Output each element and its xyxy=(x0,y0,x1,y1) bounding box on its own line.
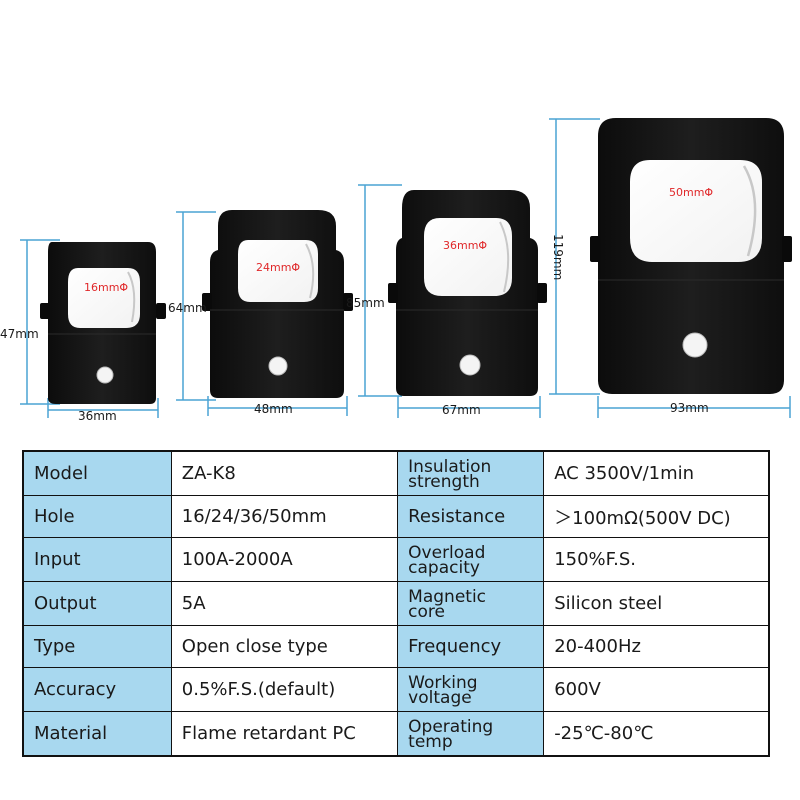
spec-value: Flame retardant PC xyxy=(170,711,399,757)
spec-value: Silicon steel xyxy=(543,581,770,626)
product-36mm: 36mmΦ 85mm 67mm xyxy=(346,184,547,418)
hole-label: 36mmΦ xyxy=(443,239,487,252)
spec-value: 100A-2000A xyxy=(170,537,399,582)
spec-value: Open close type xyxy=(170,625,399,668)
table-row: Material Flame retardant PC Operating te… xyxy=(22,711,770,757)
spec-label: Frequency xyxy=(397,625,545,668)
dimension-lines xyxy=(358,184,541,418)
spec-label: Operating temp xyxy=(397,711,545,757)
table-row: Output 5A Magnetic core Silicon steel xyxy=(22,581,770,626)
product-50mm: 50mmΦ 119mm 93mm xyxy=(549,118,792,418)
spec-value: ZA-K8 xyxy=(170,450,399,496)
spec-value: AC 3500V/1min xyxy=(543,450,770,496)
spec-value: -25℃-80℃ xyxy=(543,711,770,757)
dimension-lines xyxy=(20,239,159,418)
product-24mm: 24mmΦ 64mm 48mm xyxy=(168,210,353,416)
spec-value: ＞100mΩ(500V DC) xyxy=(543,495,770,538)
spec-value: 20-400Hz xyxy=(543,625,770,668)
spec-value: 600V xyxy=(543,667,770,712)
spec-label: Working voltage xyxy=(397,667,545,712)
device-hole xyxy=(238,240,318,302)
hole-label: 24mmΦ xyxy=(256,261,300,274)
spec-label: Accuracy xyxy=(22,667,172,712)
spec-value: 0.5%F.S.(default) xyxy=(170,667,399,712)
table-row: Hole 16/24/36/50mm Resistance ＞100mΩ(500… xyxy=(22,495,770,538)
spec-label: Type xyxy=(22,625,172,668)
spec-table: Model ZA-K8 Insulation strength AC 3500V… xyxy=(22,450,770,757)
spec-value: 5A xyxy=(170,581,399,626)
product-illustration: 16mmΦ 47mm 36mm 24mmΦ 64mm 48mm xyxy=(0,118,792,423)
width-label: 93mm xyxy=(670,401,709,415)
device-hole xyxy=(68,268,140,328)
width-label: 48mm xyxy=(254,402,293,416)
terminal-cap xyxy=(96,366,114,384)
spec-value: 16/24/36/50mm xyxy=(170,495,399,538)
product-16mm: 16mmΦ 47mm 36mm xyxy=(0,239,166,423)
height-label: 119mm xyxy=(551,234,565,280)
spec-label: Insulation strength xyxy=(397,450,545,496)
device-hole xyxy=(424,218,512,296)
dimension-lines xyxy=(549,118,791,418)
dimension-lines xyxy=(176,211,348,416)
spec-label: Model xyxy=(22,450,172,496)
terminal-cap xyxy=(682,332,708,358)
spec-value: 150%F.S. xyxy=(543,537,770,582)
table-row: Accuracy 0.5%F.S.(default) Working volta… xyxy=(22,667,770,712)
spec-label: Resistance xyxy=(397,495,545,538)
spec-label: Input xyxy=(22,537,172,582)
terminal-cap xyxy=(268,356,288,376)
height-label: 47mm xyxy=(0,327,39,341)
table-row: Type Open close type Frequency 20-400Hz xyxy=(22,625,770,668)
spec-label: Magnetic core xyxy=(397,581,545,626)
hole-label: 50mmΦ xyxy=(669,186,713,199)
table-row: Model ZA-K8 Insulation strength AC 3500V… xyxy=(22,450,770,496)
spec-label: Material xyxy=(22,711,172,757)
height-label: 85mm xyxy=(346,296,385,310)
spec-label: Overload capacity xyxy=(397,537,545,582)
table-row: Input 100A-2000A Overload capacity 150%F… xyxy=(22,537,770,582)
spec-label: Output xyxy=(22,581,172,626)
height-label: 64mm xyxy=(168,301,207,315)
terminal-cap xyxy=(459,354,481,376)
spec-label: Hole xyxy=(22,495,172,538)
hole-label: 16mmΦ xyxy=(84,281,128,294)
width-label: 67mm xyxy=(442,403,481,417)
width-label: 36mm xyxy=(78,409,117,423)
device-hole xyxy=(630,160,762,262)
